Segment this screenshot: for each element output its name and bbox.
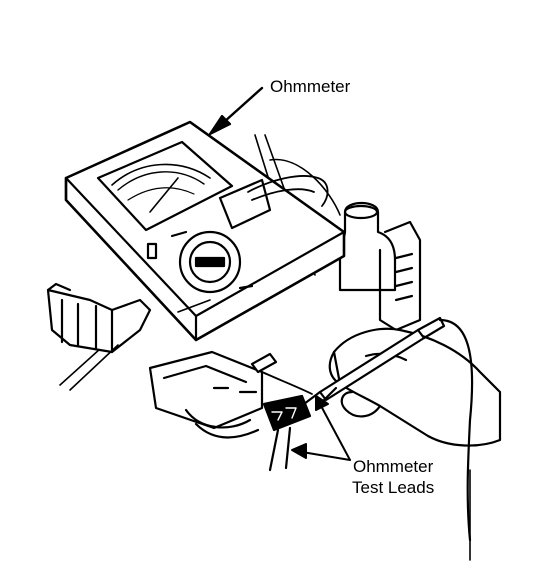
hand-with-probe xyxy=(302,316,502,542)
ohmmeter-pointer-arrow xyxy=(208,86,264,136)
test-leads-label-line1: Ohmmeter xyxy=(352,457,434,476)
ohmmeter-callout-label: Ohmmeter xyxy=(270,77,351,96)
second-test-lead xyxy=(250,352,313,395)
wiring-harness-connector xyxy=(148,350,312,472)
test-leads-callout-label: Ohmmeter Test Leads xyxy=(352,456,434,498)
reservoir-unit xyxy=(338,201,422,332)
left-bracket-connector xyxy=(46,282,152,354)
meter-lead-cables xyxy=(247,175,329,207)
test-leads-label-line2: Test Leads xyxy=(352,478,435,497)
ohmmeter-body xyxy=(64,120,346,342)
test-leads-pointer-lines xyxy=(291,395,351,461)
